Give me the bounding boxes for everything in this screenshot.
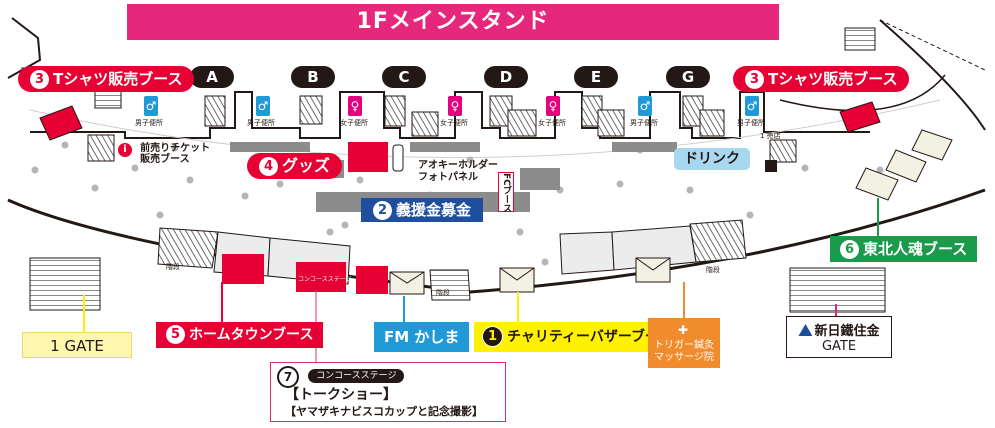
gate-c-label: C	[382, 66, 426, 88]
info-icon: i	[118, 143, 132, 157]
male-restroom-label: 男子便所	[135, 119, 163, 127]
female-restroom-icon: ♀	[546, 96, 560, 116]
male-restroom-label: 男子便所	[630, 119, 658, 127]
talk-title: 【トークショー】	[285, 387, 397, 403]
booth-number: 3	[745, 70, 764, 89]
steel-logo-icon	[798, 324, 813, 336]
aoki-photo-panel: アオキーホルダー フォトパネル	[418, 160, 498, 184]
booth-label: グッズ	[282, 156, 331, 175]
massage-icon: ✚	[678, 323, 689, 337]
seating-curve-right	[779, 74, 946, 112]
female-restroom-label: 女子便所	[538, 119, 566, 127]
trigger-massage-booth: ✚ トリガー鍼灸 マッサージ院	[648, 318, 720, 368]
aoki-line1: アオキーホルダー	[418, 160, 498, 171]
stairs-label: 階段	[706, 266, 720, 274]
fm-kashima-booth: FM かしま	[374, 322, 470, 352]
gate-word: GATE	[821, 339, 857, 354]
booth-label: Tシャツ販売ブース	[768, 70, 898, 88]
front-stairs	[29, 219, 886, 313]
fc-booth: FCブース	[498, 172, 514, 213]
red-booths	[39, 101, 881, 294]
booth-label: 義援金募金	[396, 201, 472, 219]
booth-number: 1	[482, 326, 503, 347]
tent-icons	[389, 129, 953, 295]
drink-booth: ドリンク	[674, 148, 750, 170]
booth-label: ホームタウンブース	[189, 327, 314, 343]
trigger-line1: トリガー鍼灸	[654, 340, 714, 351]
outer-wall-right	[879, 19, 986, 131]
female-restroom-icon: ♀	[448, 96, 462, 116]
booth-label: Tシャツ販売ブース	[53, 70, 183, 88]
female-restroom-label: 女子便所	[440, 119, 468, 127]
concourse-wall-top	[30, 91, 870, 139]
photo-panel	[392, 144, 404, 172]
presale-line2: 販売ブース	[140, 154, 190, 165]
booth-number: 6	[840, 240, 859, 259]
presale-line1: 前売りチケット	[140, 143, 211, 154]
female-restroom-label: 女子便所	[340, 119, 368, 127]
booth-label: 東北人魂ブース	[863, 240, 968, 258]
male-restroom-icon: ♂	[256, 96, 270, 116]
gate-b-label: B	[291, 66, 335, 88]
male-restroom-icon: ♂	[745, 96, 759, 116]
talk-stage-tag: コンコースステージ	[308, 369, 405, 383]
stairs-label: 階段	[166, 263, 180, 271]
talk-show-info: 7 コンコースステージ 【トークショー】 【ヤマザキナビスコカップと記念撮影】	[270, 362, 506, 422]
male-restroom-label: 男子便所	[737, 119, 765, 127]
gate-a-label: A	[190, 66, 234, 88]
male-restroom-icon: ♂	[638, 96, 652, 116]
gate-1-label: 1 GATE	[22, 332, 132, 358]
shop-label: 1 売店	[760, 132, 781, 140]
booth-number: 2	[373, 201, 392, 220]
gate-sponsor-name: 新日鐵住金	[814, 324, 880, 339]
male-restroom-label: 男子便所	[247, 119, 275, 127]
gate-d-label: D	[484, 66, 528, 88]
stairs-label: 階段	[436, 289, 450, 297]
female-restroom-icon: ♀	[348, 96, 362, 116]
concourse-stage-sign: コンコースステージ	[298, 276, 352, 283]
booth-number: 5	[166, 325, 185, 344]
gate-g-label: G	[666, 66, 710, 88]
aoki-line2: フォトパネル	[418, 172, 478, 183]
floor-title: 1Fメインスタンド	[127, 4, 779, 40]
booth-number: 7	[277, 366, 299, 388]
presale-ticket-booth: i 前売りチケット 販売ブース	[118, 143, 210, 165]
gate-stairs	[21, 27, 876, 163]
booth-label: チャリティーバザーブース	[507, 329, 673, 345]
male-restroom-icon: ♂	[144, 96, 158, 116]
trigger-line2: マッサージ院	[654, 352, 714, 363]
gate-e-label: E	[574, 66, 618, 88]
talk-subtitle: 【ヤマザキナビスコカップと記念撮影】	[285, 405, 483, 418]
shop-booth	[765, 160, 777, 172]
concourse-front-wall	[7, 188, 986, 294]
concourse-inner-curve	[29, 99, 941, 159]
booth-number: 3	[30, 70, 49, 89]
booth-number: 4	[259, 157, 278, 176]
nippon-steel-gate: 新日鐵住金 GATE	[786, 316, 892, 358]
